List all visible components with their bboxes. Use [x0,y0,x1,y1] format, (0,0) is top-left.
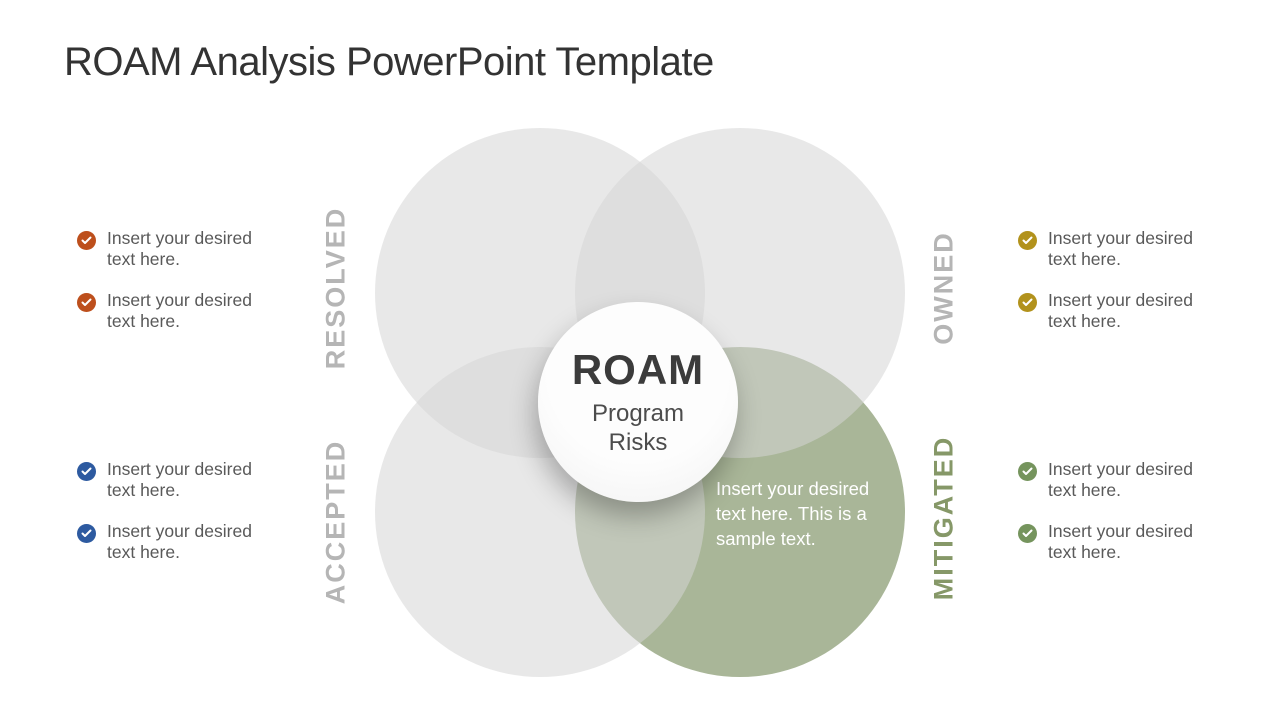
item-text: Insert your desired text here. [107,228,252,269]
mitigated-label: MITIGATED [928,435,959,601]
item-text: Insert your desired text here. [107,521,252,562]
item-text: Insert your desired text here. [1048,290,1193,331]
check-circle-icon [1018,231,1037,250]
slide-title: ROAM Analysis PowerPoint Template [64,40,714,84]
mitigated-sample-text: Insert your desired text here. This is a… [716,478,870,550]
owned-items: Insert your desired text here. Insert yo… [1018,228,1196,332]
mitigated-items: Insert your desired text here. Insert yo… [1018,459,1196,563]
mitigated-item-2[interactable]: Insert your desired text here. [1018,521,1196,563]
accepted-label: ACCEPTED [320,439,351,605]
item-text: Insert your desired text here. [1048,228,1193,269]
center-acronym: ROAM [571,346,705,394]
accepted-item-2[interactable]: Insert your desired text here. [77,521,255,563]
resolved-item-1[interactable]: Insert your desired text here. [77,228,255,270]
check-circle-icon [77,293,96,312]
accepted-items: Insert your desired text here. Insert yo… [77,459,255,563]
owned-label: OWNED [928,231,959,345]
resolved-label: RESOLVED [320,206,351,370]
check-circle-icon [1018,293,1037,312]
item-text: Insert your desired text here. [1048,521,1193,562]
item-text: Insert your desired text here. [107,459,252,500]
owned-item-1[interactable]: Insert your desired text here. [1018,228,1196,270]
owned-item-2[interactable]: Insert your desired text here. [1018,290,1196,332]
resolved-items: Insert your desired text here. Insert yo… [77,228,255,332]
check-circle-icon [1018,524,1037,543]
center-circle[interactable]: ROAM Program Risks [538,302,738,502]
mitigated-item-1[interactable]: Insert your desired text here. [1018,459,1196,501]
check-circle-icon [77,462,96,481]
item-text: Insert your desired text here. [107,290,252,331]
center-subtitle: Program Risks [591,400,685,456]
check-circle-icon [77,231,96,250]
check-circle-icon [1018,462,1037,481]
accepted-item-1[interactable]: Insert your desired text here. [77,459,255,501]
check-circle-icon [77,524,96,543]
item-text: Insert your desired text here. [1048,459,1193,500]
resolved-item-2[interactable]: Insert your desired text here. [77,290,255,332]
